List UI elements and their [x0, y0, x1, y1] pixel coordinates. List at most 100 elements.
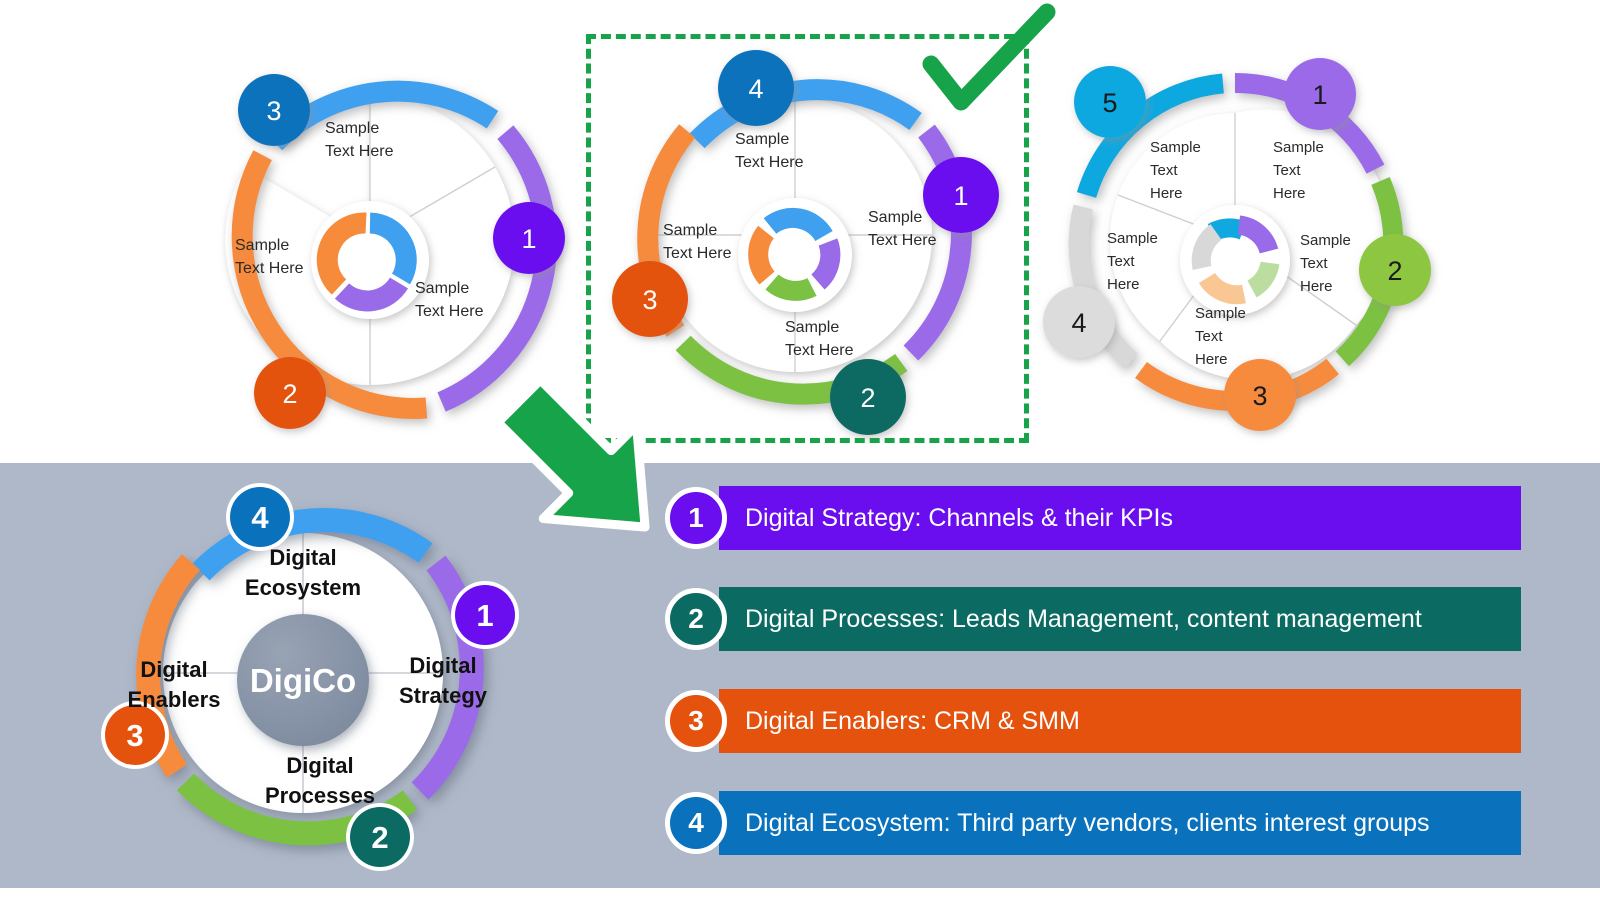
digico-badge-2[interactable]: 2: [346, 803, 414, 871]
segment-5-label-line2: Text: [1150, 162, 1178, 179]
legend-badge-3[interactable]: 3: [665, 690, 727, 752]
step-badge-4-number: 4: [1071, 308, 1086, 338]
step-badge-2-number: 2: [860, 383, 875, 413]
digico-segment-1-line1: Digital: [409, 653, 476, 678]
arc-segment-2: [231, 150, 428, 419]
step-badge-2[interactable]: 2: [254, 357, 326, 429]
segment-4-label-line2: Text Here: [735, 154, 804, 171]
digico-badge-1[interactable]: 1: [451, 581, 519, 649]
legend-badge-1[interactable]: 1: [665, 487, 727, 549]
segment-3-label-line2: Text Here: [325, 143, 394, 160]
diagram-five-step-cycle[interactable]: 1 2 3 4 5 Sample Text Here Sam: [1020, 35, 1460, 445]
arc-segment-1: [411, 555, 484, 800]
legend-badge-1-number: 1: [688, 502, 704, 533]
step-badge-1[interactable]: 1: [923, 157, 999, 233]
segment-3-label-line2: Text Here: [663, 245, 732, 262]
center-donut: [738, 198, 852, 312]
step-badge-3-number: 3: [1252, 381, 1267, 411]
check-mark-icon: [915, 2, 1065, 122]
digico-badge-3-number: 3: [126, 718, 143, 753]
segment-4-label-line1: Sample: [735, 131, 789, 148]
digico-badge-2-number: 2: [371, 820, 388, 855]
segment-2-label-line2: Text: [1300, 255, 1328, 272]
segment-3-label-line3: Here: [1195, 351, 1228, 368]
segment-3-label-line1: Sample: [325, 120, 379, 137]
step-badge-2-number: 2: [282, 379, 297, 409]
segment-2-label-line1: Sample: [785, 319, 839, 336]
step-badge-4[interactable]: 4: [718, 50, 794, 126]
segment-1-label-line3: Here: [1273, 185, 1306, 202]
digico-center-label: DigiCo: [250, 662, 356, 699]
legend-bar-4-text: Digital Ecosystem: Third party vendors, …: [745, 808, 1430, 837]
segment-2-label-line2: Text Here: [785, 342, 854, 359]
digico-badge-1-number: 1: [476, 598, 493, 633]
legend-badge-3-number: 3: [688, 705, 704, 736]
step-badge-3[interactable]: 3: [612, 261, 688, 337]
segment-1-label-line2: Text: [1273, 162, 1301, 179]
step-badge-4[interactable]: 4: [1043, 286, 1115, 358]
segment-2-label-line2: Text Here: [235, 260, 304, 277]
digico-badge-4[interactable]: 4: [226, 483, 294, 551]
segment-2-label-line1: Sample: [235, 237, 289, 254]
digico-segment-1-line2: Strategy: [399, 683, 488, 708]
segment-4-label-line1: Sample: [1107, 230, 1158, 247]
step-badge-1-number: 1: [521, 224, 536, 254]
step-badge-2[interactable]: 2: [1359, 234, 1431, 306]
step-badge-1[interactable]: 1: [1284, 58, 1356, 130]
step-badge-3-number: 3: [642, 285, 657, 315]
step-badge-1-number: 1: [953, 181, 968, 211]
digico-segment-2-line1: Digital: [286, 753, 353, 778]
step-badge-1[interactable]: 1: [493, 202, 565, 274]
center-donut: [1180, 205, 1290, 315]
digico-badge-3[interactable]: 3: [101, 701, 169, 769]
selection-highlight-rectangle: [586, 34, 1029, 443]
step-badge-3[interactable]: 3: [1224, 359, 1296, 431]
digico-segment-4-line2: Ecosystem: [245, 575, 361, 600]
step-badge-3-number: 3: [266, 96, 281, 126]
step-badge-2[interactable]: 2: [830, 359, 906, 435]
arc-segment-4: [689, 79, 922, 149]
legend-badge-2[interactable]: 2: [665, 588, 727, 650]
legend-list: 1 Digital Strategy: Channels & their KPI…: [665, 482, 1555, 877]
segment-1-label-line1: Sample: [415, 280, 469, 297]
legend-item-3[interactable]: 3 Digital Enablers: CRM & SMM: [665, 685, 1555, 757]
legend-bar-2-text: Digital Processes: Leads Management, con…: [745, 604, 1422, 633]
legend-badge-4[interactable]: 4: [665, 792, 727, 854]
legend-bar-4[interactable]: Digital Ecosystem: Third party vendors, …: [719, 791, 1521, 855]
digico-badge-4-number: 4: [251, 500, 269, 535]
segment-4-label-line2: Text: [1107, 253, 1135, 270]
legend-item-4[interactable]: 4 Digital Ecosystem: Third party vendors…: [665, 787, 1555, 859]
legend-item-2[interactable]: 2 Digital Processes: Leads Management, c…: [665, 583, 1555, 655]
digico-center-circle: DigiCo: [237, 614, 369, 746]
step-badge-2-number: 2: [1387, 256, 1402, 286]
segment-3-label-line2: Text: [1195, 328, 1223, 345]
digico-segment-2-line2: Processes: [265, 783, 375, 808]
step-badge-4-number: 4: [748, 74, 763, 104]
step-badge-3[interactable]: 3: [238, 74, 310, 146]
arrow-down-left-icon: [470, 362, 690, 562]
digico-segment-3-line1: Digital: [140, 657, 207, 682]
legend-bar-3[interactable]: Digital Enablers: CRM & SMM: [719, 689, 1521, 753]
bottom-white-strip: [0, 888, 1600, 902]
diagram-three-step-cycle[interactable]: 3 1 2 Sample Text Here Sample Text Here …: [150, 20, 590, 460]
legend-bar-1[interactable]: Digital Strategy: Channels & their KPIs: [719, 486, 1521, 550]
segment-3-label-line1: Sample: [1195, 305, 1246, 322]
arc-segment-1: [903, 124, 972, 361]
diagram-digico-cycle[interactable]: DigiCo 4 1 2 3: [75, 455, 585, 895]
legend-bar-3-text: Digital Enablers: CRM & SMM: [745, 706, 1080, 735]
segment-1-label-line1: Sample: [868, 209, 922, 226]
segment-2-label-line1: Sample: [1300, 232, 1351, 249]
segment-5-label-line1: Sample: [1150, 139, 1201, 156]
legend-badge-4-number: 4: [688, 807, 704, 838]
segment-1-label-line1: Sample: [1273, 139, 1324, 156]
diagram-four-step-cycle[interactable]: 4 1 2 3 Sample Text Here Sample Text Her…: [580, 20, 1020, 460]
legend-bar-2[interactable]: Digital Processes: Leads Management, con…: [719, 587, 1521, 651]
digico-segment-4-line1: Digital: [269, 545, 336, 570]
step-badge-1-number: 1: [1312, 80, 1327, 110]
segment-3-label-line1: Sample: [663, 222, 717, 239]
arc-segment-4: [192, 508, 433, 581]
legend-item-1[interactable]: 1 Digital Strategy: Channels & their KPI…: [665, 482, 1555, 554]
digico-segment-3-line2: Enablers: [128, 687, 221, 712]
step-badge-5[interactable]: 5: [1074, 66, 1146, 138]
